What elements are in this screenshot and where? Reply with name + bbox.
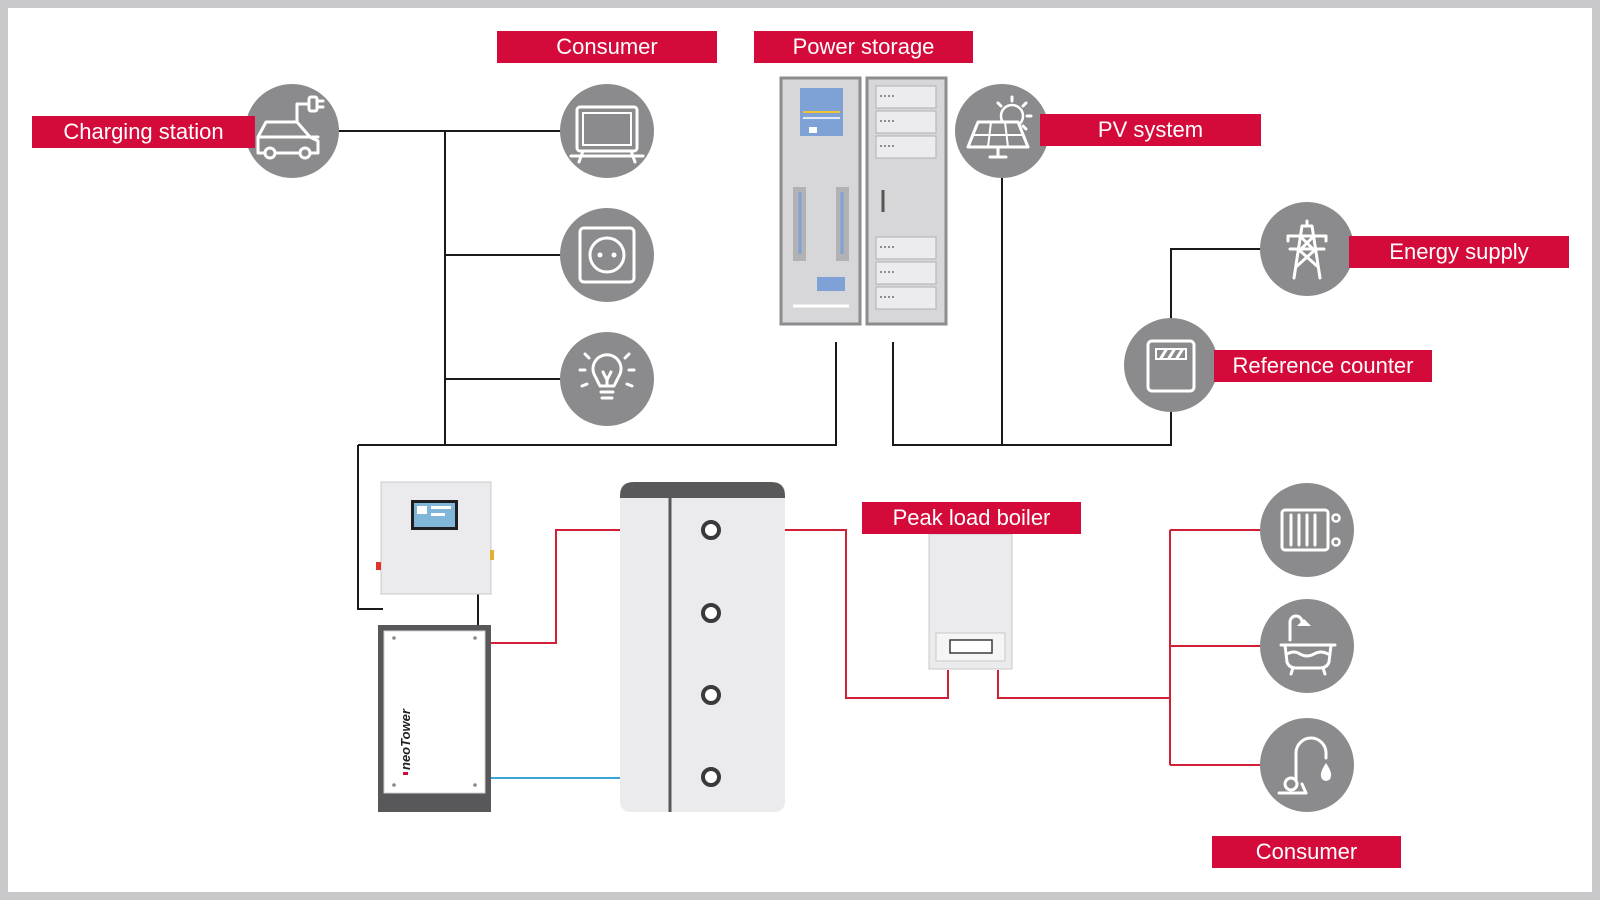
battery-cabinet <box>865 76 948 326</box>
label-charging-station: Charging station <box>32 116 255 148</box>
radiator-icon <box>1260 483 1354 577</box>
inverter-cabinet <box>779 76 862 326</box>
monitor-icon <box>560 84 654 178</box>
label-energy-supply: Energy supply <box>1349 236 1569 268</box>
power-pylon-icon <box>1260 202 1354 296</box>
neotower-heat-pump: neoTower <box>378 625 491 812</box>
light-bulb-icon <box>560 332 654 426</box>
electric-meter-icon <box>1124 318 1218 412</box>
car-charger-icon <box>245 84 339 178</box>
label-peak-load-boiler: Peak load boiler <box>862 502 1081 534</box>
label-power-storage: Power storage <box>754 31 973 63</box>
heat-pump-control-unit <box>376 481 494 595</box>
bathtub-icon <box>1260 599 1354 693</box>
heating-lines <box>490 529 1262 766</box>
brand-logo-text: neoTower <box>398 708 413 770</box>
peak-load-boiler-unit <box>928 533 1013 670</box>
label-consumer-bottom: Consumer <box>1212 836 1401 868</box>
buffer-storage-tank <box>620 482 785 812</box>
label-reference-counter: Reference counter <box>1214 350 1432 382</box>
label-pv-system: PV system <box>1040 114 1261 146</box>
electric-lines <box>331 130 1262 625</box>
power-socket-icon <box>560 208 654 302</box>
energy-system-diagram: neoTower <box>245 76 1354 812</box>
power-storage-cabinets <box>779 76 948 326</box>
solar-panel-icon <box>955 84 1049 178</box>
faucet-icon <box>1260 718 1354 812</box>
label-consumer-top: Consumer <box>497 31 717 63</box>
